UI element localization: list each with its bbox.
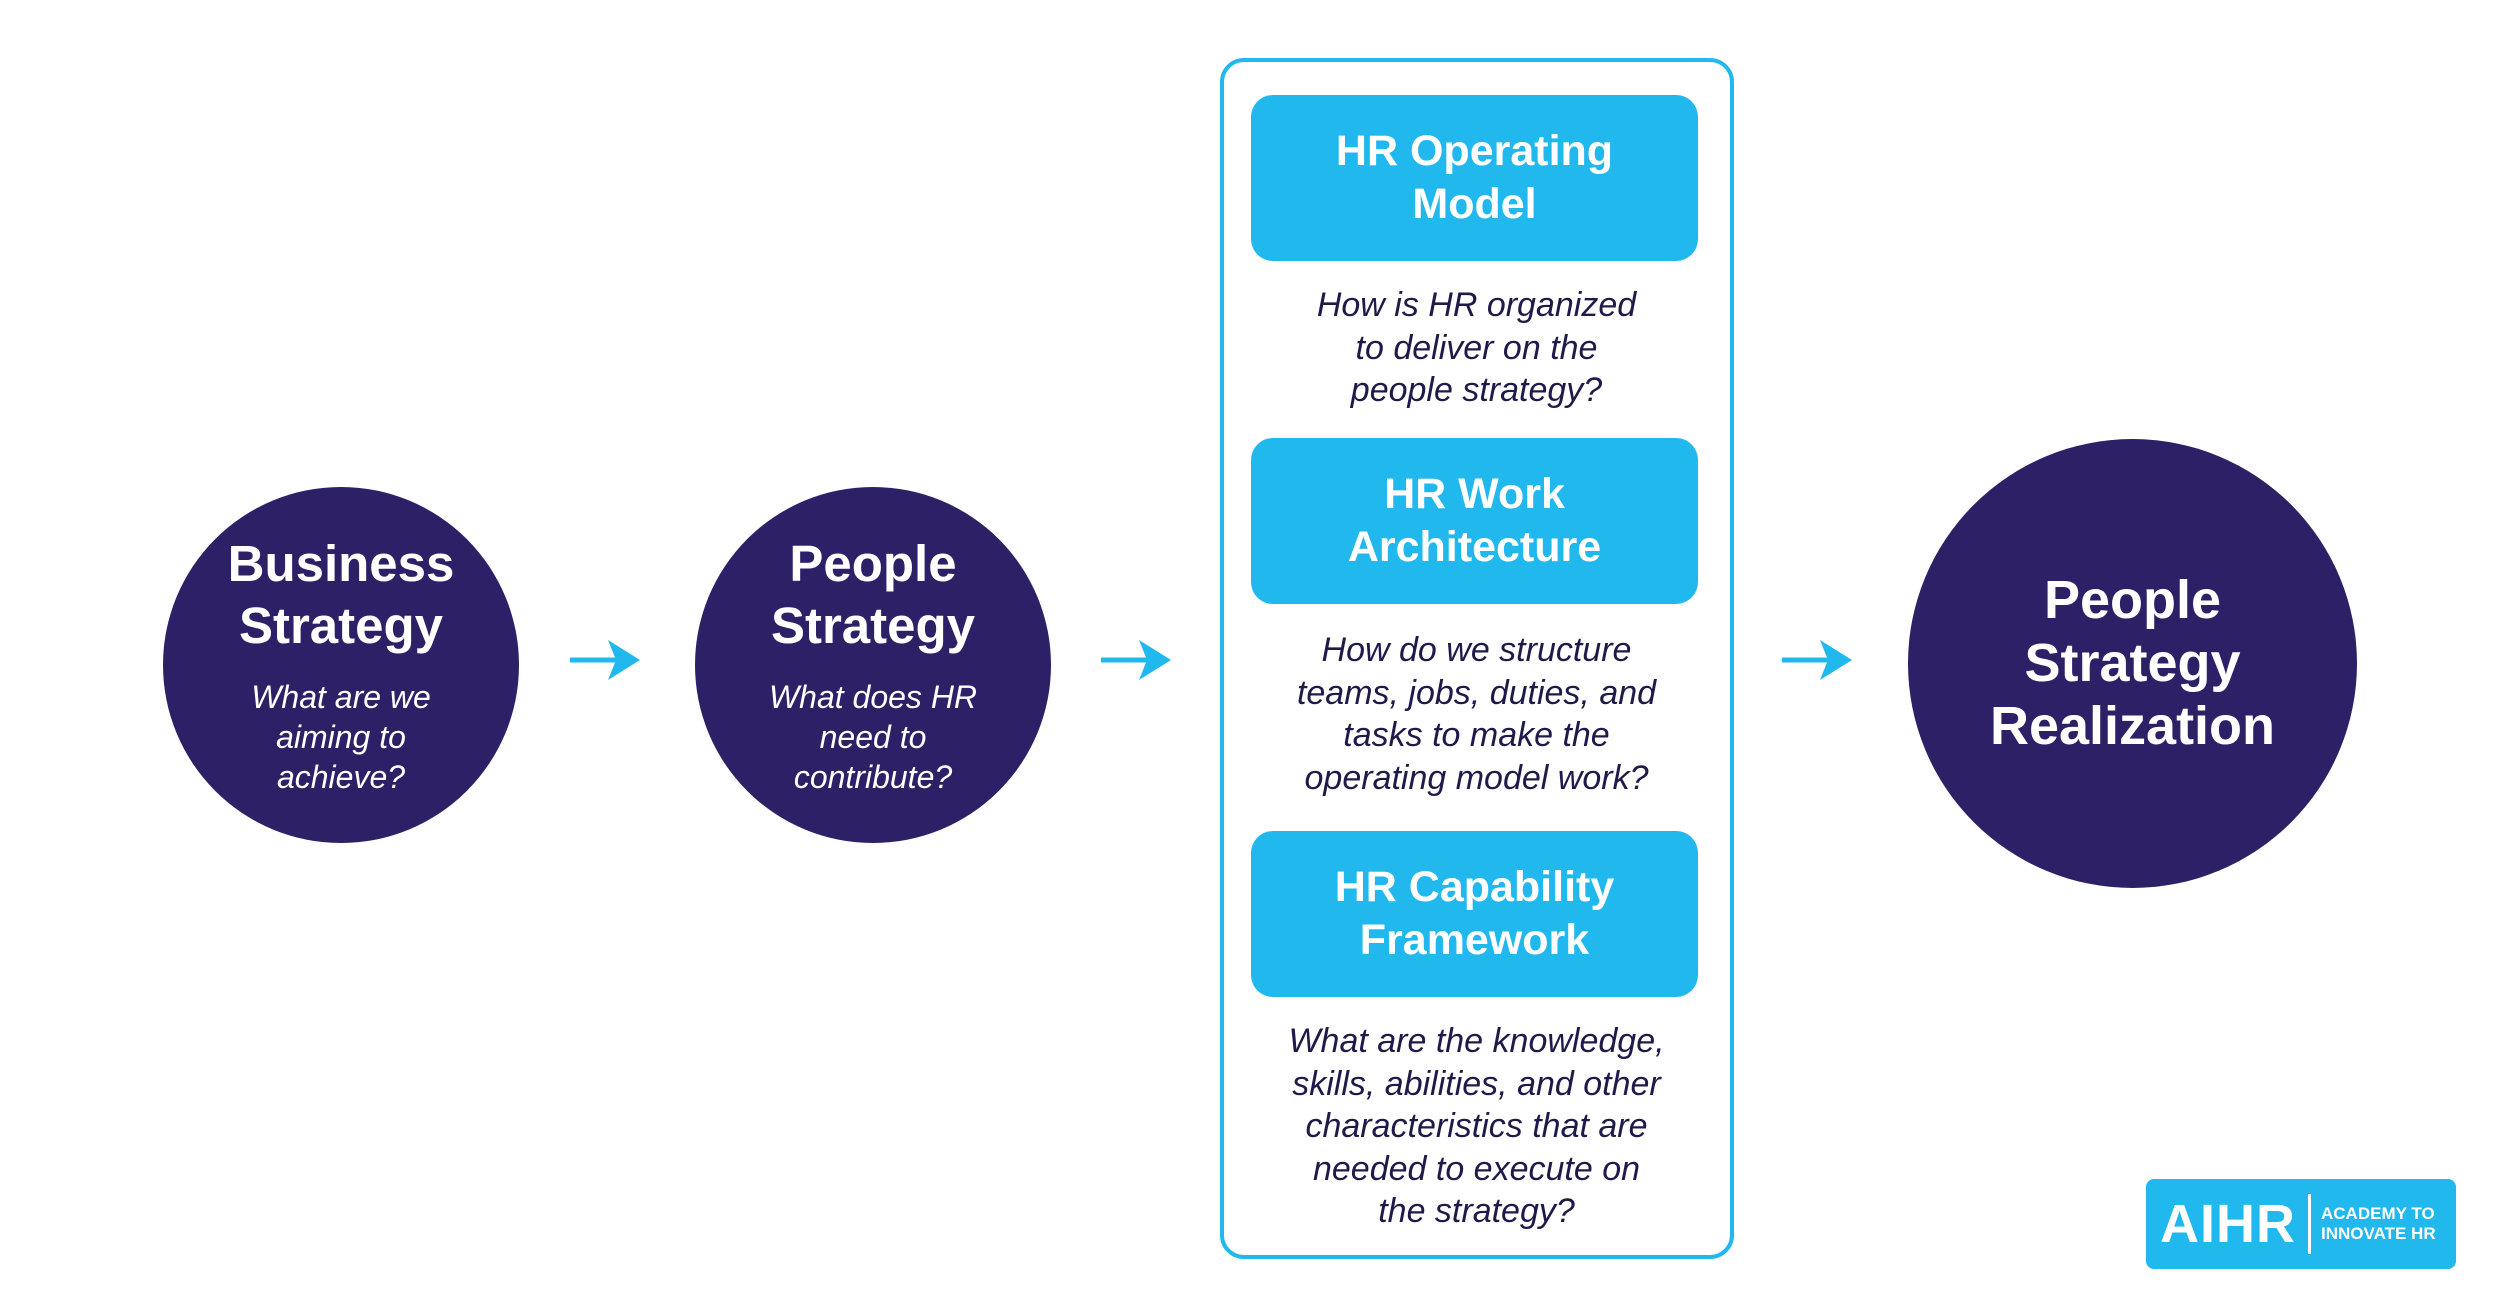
- business-strategy-title-line: Business: [227, 535, 455, 592]
- people-strategy-question-line: contribute?: [793, 759, 953, 795]
- hr-capability-framework-question: What are the knowledge, skills, abilitie…: [1230, 1020, 1723, 1233]
- people-strategy-realization-title: People Strategy Realization: [1990, 569, 2275, 758]
- business-strategy-node: Business Strategy What are we aiming to …: [163, 487, 519, 843]
- logo-mark: AIHR: [2160, 1194, 2296, 1254]
- people-strategy-realization-node: People Strategy Realization: [1908, 439, 2357, 888]
- business-strategy-question-line: achieve?: [276, 759, 406, 795]
- people-strategy-realization-title-line: Strategy: [2024, 633, 2241, 693]
- business-strategy-question: What are we aiming to achieve?: [251, 677, 431, 797]
- hr-operating-model-title-line: Model: [1412, 180, 1537, 228]
- hr-work-architecture-question-line: teams, jobs, duties, and: [1296, 673, 1657, 712]
- arrow-right-icon: [1101, 640, 1171, 680]
- people-strategy-question-line: need to: [819, 719, 927, 755]
- hr-operating-model-question: How is HR organized to deliver on the pe…: [1230, 284, 1723, 412]
- hr-work-architecture-question-line: operating model work?: [1304, 758, 1649, 797]
- arrow-right-icon: [570, 640, 640, 680]
- hr-operating-model-question-line: people strategy?: [1350, 371, 1603, 409]
- hr-capability-framework-question-line: characteristics that are: [1305, 1107, 1648, 1145]
- hr-work-architecture-question: How do we structure teams, jobs, duties,…: [1230, 629, 1723, 799]
- business-strategy-question-line: aiming to: [276, 719, 406, 755]
- hr-work-architecture-title-line: Architecture: [1347, 523, 1602, 571]
- hr-capability-framework-question-line: skills, abilities, and other: [1292, 1064, 1661, 1103]
- business-strategy-title-line: Strategy: [238, 597, 444, 654]
- hr-framework-container: [1220, 58, 1734, 1259]
- people-strategy-question: What does HR need to contribute?: [769, 677, 977, 797]
- hr-operating-model-box: HR Operating Model: [1251, 95, 1698, 261]
- people-strategy-question-line: What does HR: [768, 679, 978, 715]
- hr-capability-framework-question-line: the strategy?: [1378, 1192, 1575, 1230]
- logo-text: ACADEMY TO INNOVATE HR: [2321, 1204, 2436, 1244]
- logo-separator: [2308, 1194, 2311, 1254]
- people-strategy-node: People Strategy What does HR need to con…: [695, 487, 1051, 843]
- people-strategy-realization-title-line: People: [2043, 570, 2222, 630]
- hr-work-architecture-question-line: How do we structure: [1321, 631, 1632, 669]
- aihr-logo: AIHR ACADEMY TO INNOVATE HR: [2146, 1179, 2456, 1269]
- people-strategy-title-line: Strategy: [770, 597, 976, 654]
- arrow-right-icon: [1782, 640, 1852, 680]
- people-strategy-realization-title-line: Realization: [1989, 696, 2276, 756]
- hr-operating-model-question-line: How is HR organized: [1316, 286, 1637, 324]
- hr-work-architecture-box: HR Work Architecture: [1251, 438, 1698, 604]
- people-strategy-title: People Strategy: [771, 533, 975, 657]
- people-strategy-title-line: People: [789, 535, 957, 592]
- hr-capability-framework-box: HR Capability Framework: [1251, 831, 1698, 997]
- hr-operating-model-question-line: to deliver on the: [1355, 328, 1598, 367]
- hr-capability-framework-question-line: needed to execute on: [1312, 1149, 1641, 1188]
- business-strategy-title: Business Strategy: [228, 533, 455, 657]
- logo-text-line: INNOVATE HR: [2321, 1224, 2436, 1243]
- business-strategy-question-line: What are we: [251, 679, 431, 715]
- hr-work-architecture-question-line: tasks to make the: [1343, 716, 1610, 754]
- hr-capability-framework-question-line: What are the knowledge,: [1288, 1022, 1665, 1060]
- hr-capability-framework-title-line: Framework: [1359, 916, 1590, 964]
- logo-text-line: ACADEMY TO: [2321, 1204, 2435, 1223]
- hr-operating-model-title-line: HR Operating: [1335, 127, 1614, 175]
- hr-work-architecture-title-line: HR Work: [1384, 470, 1565, 518]
- hr-capability-framework-title-line: HR Capability: [1334, 863, 1615, 911]
